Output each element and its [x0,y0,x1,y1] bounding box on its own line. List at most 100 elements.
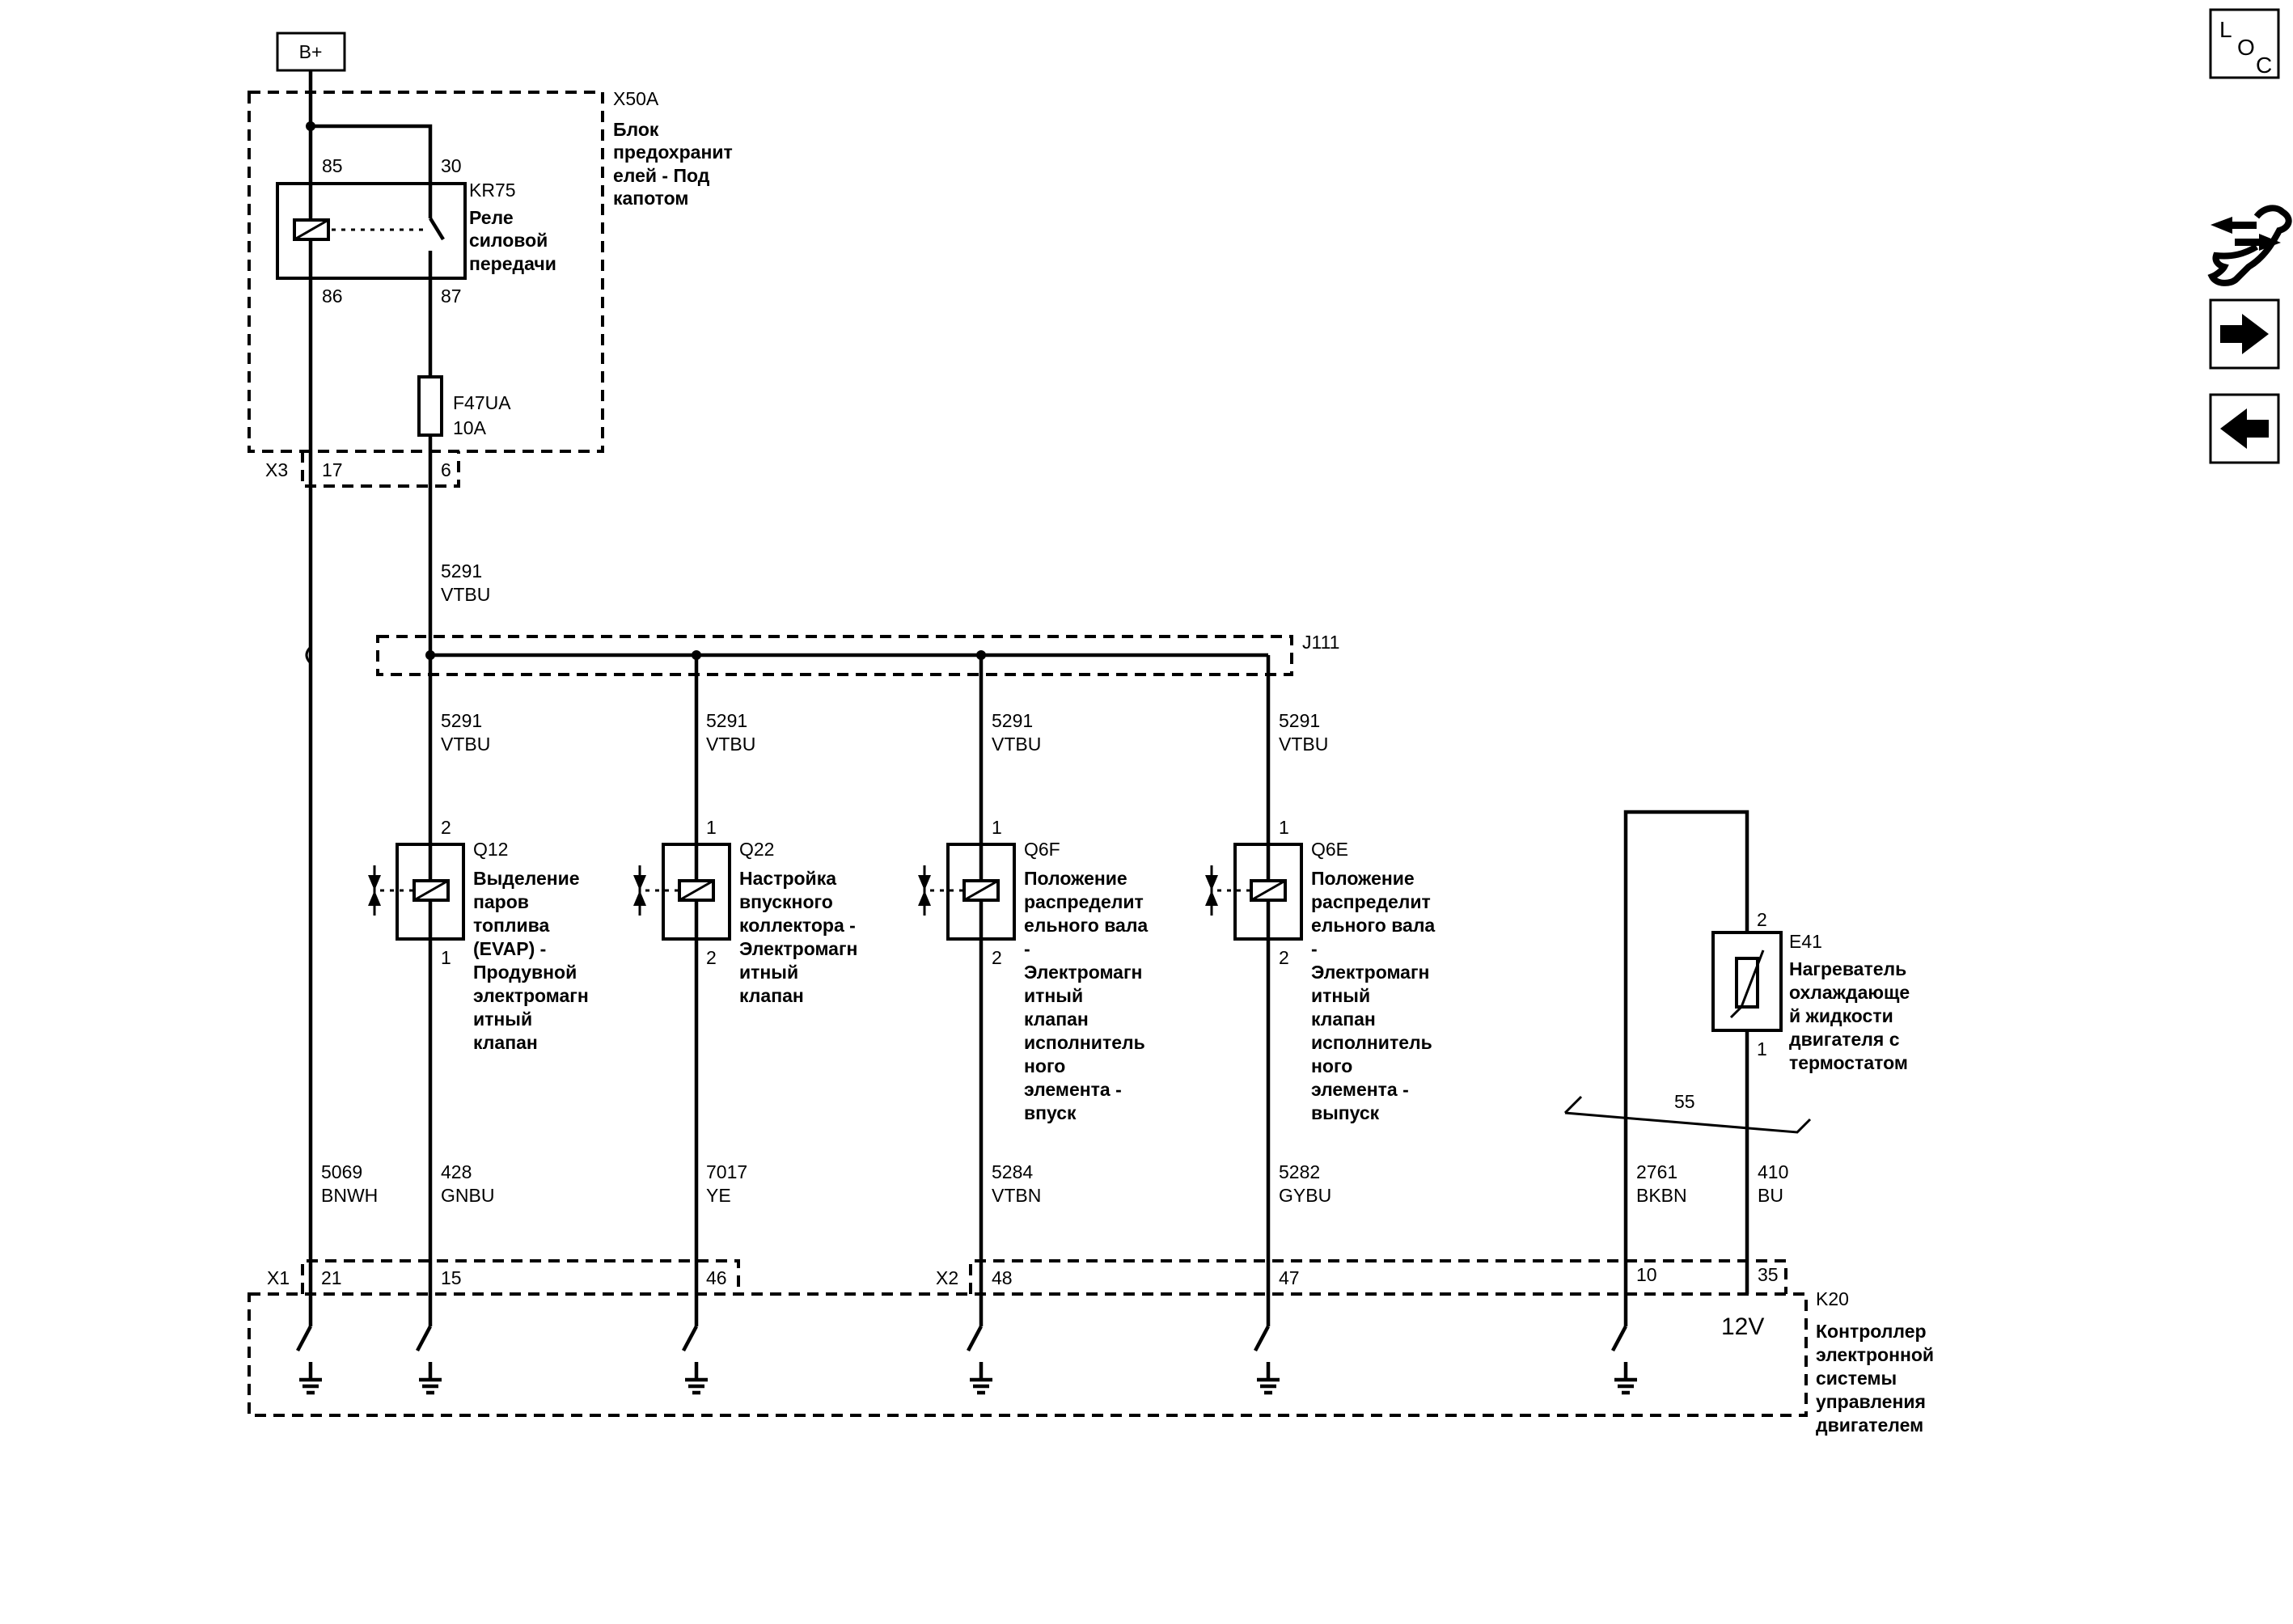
heater-e41: 2 1 E41 Нагреватель охлаждающе й жидкост… [1563,810,1910,1294]
relay-id: KR75 [469,180,516,201]
q6f-name-4: - [1024,938,1030,959]
ecm-switch-15 [416,1286,442,1395]
q22-name-3: коллектора - [739,915,856,936]
x2-connector-label: X2 [936,1267,958,1288]
ecm-name-5: двигателем [1816,1415,1923,1436]
q6e-name-6: итный [1311,985,1370,1006]
arrow-left-icon[interactable] [2209,393,2280,464]
e41-wire-2-color: BU [1758,1185,1783,1206]
q22-name-2: впускного [739,891,833,912]
q22-wire-out-circuit: 7017 [706,1161,747,1182]
feed-wire-color: VTBU [441,584,490,605]
q6e-wire-in-circuit: 5291 [1279,710,1320,731]
q6e-name-9: ного [1311,1055,1352,1076]
power-source: B+ [276,32,346,72]
q12-wire-in-circuit: 5291 [441,710,482,731]
q22-pin-bottom: 2 [706,947,717,968]
q6e-name-2: распределит [1311,891,1431,912]
relay-kr75: 85 30 86 87 KR75 Реле силовой передачи [276,155,556,307]
q12-name-4: (EVAP) - [473,938,546,959]
q22-name-6: клапан [739,985,804,1006]
component-locator-icon[interactable]: L O C [2209,8,2280,79]
ecm-pin-15: 15 [441,1267,462,1288]
ecm-switch-47 [1254,1286,1280,1395]
relay-control-wire-color: BNWH [321,1185,378,1206]
e41-name-2: охлаждающе [1789,982,1910,1003]
ecm-pin-48: 48 [992,1267,1013,1288]
ecm-voltage: 12V [1721,1313,1764,1340]
q6f-pin-top: 1 [992,817,1002,838]
loc-letter-l: L [2219,17,2232,42]
relay-name-3: передачи [469,253,556,274]
arrow-right-icon[interactable] [2209,298,2280,370]
q6f-name-2: распределит [1024,891,1144,912]
q6e-pin-bottom: 2 [1279,947,1289,968]
q22-wire-in-circuit: 5291 [706,710,747,731]
e41-name-1: Нагреватель [1789,958,1906,979]
q6f-name-11: впуск [1024,1102,1077,1123]
power-label: B+ [299,41,323,62]
q6f-wire-out-color: VTBN [992,1185,1041,1206]
ecm-name-4: управления [1816,1391,1926,1412]
splice-j111: J111 [305,632,1339,676]
q12-name-5: Продувной [473,962,577,983]
e41-name-5: термостатом [1789,1052,1908,1073]
q22-wire-in-color: VTBU [706,734,755,755]
ecm-name-3: системы [1816,1368,1897,1389]
e41-wire-1-circuit: 2761 [1636,1161,1677,1182]
ecm-pin-35: 35 [1758,1264,1779,1285]
ecm-pin-10: 10 [1636,1264,1657,1285]
q6e-name-1: Положение [1311,868,1415,889]
q22-id: Q22 [739,839,774,860]
q12-name-1: Выделение [473,868,580,889]
relay-pin-30: 30 [441,155,462,176]
q6f-id: Q6F [1024,839,1060,860]
q6f-name-7: клапан [1024,1009,1089,1030]
fuse-block: X50A Блок предохранит елей - Под капотом… [247,88,733,488]
q6f-pin-bottom: 2 [992,947,1002,968]
solenoid-q12: 5291 VTBU 2 1 Q12 Выделение паров топлив… [368,655,589,1286]
fuse-block-name-3: елей - Под [613,165,710,186]
q6f-name-3: ельного вала [1024,915,1148,936]
q6e-id: Q6E [1311,839,1348,860]
q22-name-1: Настройка [739,868,836,889]
q22-name-5: итный [739,962,798,983]
q22-pin-top: 1 [706,817,717,838]
q6e-name-10: элемента - [1311,1079,1409,1100]
ecm-pin-21: 21 [321,1267,342,1288]
fuse-block-id: X50A [613,88,659,109]
q6f-name-10: элемента - [1024,1079,1122,1100]
wrench-arrows-icon[interactable] [2207,205,2292,286]
e41-name-3: й жидкости [1789,1005,1893,1026]
e41-id: E41 [1789,931,1822,952]
e41-wire-1-color: BKBN [1636,1185,1687,1206]
fuse-block-name-2: предохранит [613,142,733,163]
ecm-pin-47: 47 [1279,1267,1300,1288]
e41-pin-bottom: 1 [1757,1038,1767,1059]
q6e-pin-top: 1 [1279,817,1289,838]
q6f-wire-out-circuit: 5284 [992,1161,1033,1182]
q6e-name-4: - [1311,938,1318,959]
q6f-wire-in-color: VTBU [992,734,1041,755]
q22-wire-out-color: YE [706,1185,731,1206]
q12-name-2: паров [473,891,529,912]
x3-connector-label: X3 [265,459,288,480]
q6f-wire-in-circuit: 5291 [992,710,1033,731]
relay-pin-87: 87 [441,285,462,307]
ecm-name-2: электронной [1816,1344,1934,1365]
q6f-name-9: ного [1024,1055,1065,1076]
ecm-switch-10 [1611,1286,1637,1395]
relay-name-1: Реле [469,207,514,228]
splice-id: J111 [1302,632,1339,653]
fuse-block-name-1: Блок [613,119,659,140]
solenoid-q6e: 5291 VTBU 1 2 Q6E Положение распределит … [1205,655,1435,1286]
relay-name-2: силовой [469,230,548,251]
feed-wire-circuit: 5291 [441,560,482,582]
q6f-name-8: исполнитель [1024,1032,1145,1053]
q22-name-4: Электромагн [739,938,857,959]
relay-control-wire-circuit: 5069 [321,1161,362,1182]
q6e-wire-out-color: GYBU [1279,1185,1331,1206]
q12-wire-out-circuit: 428 [441,1161,472,1182]
ecm-switch-21 [296,1286,322,1395]
